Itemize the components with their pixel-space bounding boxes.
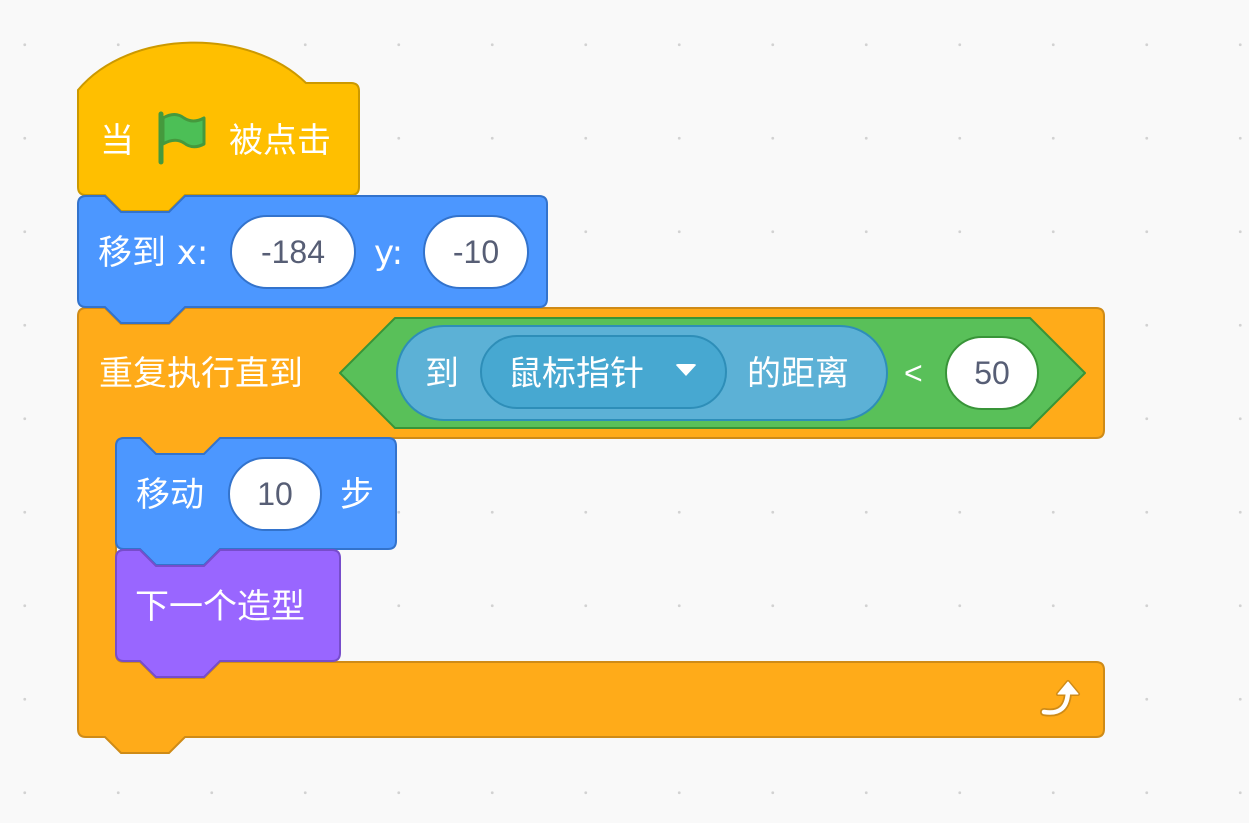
clicked-label: 被点击 xyxy=(229,121,331,161)
compare-value-input[interactable]: 50 xyxy=(945,336,1039,410)
green-flag-icon xyxy=(158,111,206,165)
y-input[interactable]: -10 xyxy=(423,215,529,289)
go-to-x-label: 移到 x: xyxy=(98,233,209,273)
x-input[interactable]: -184 xyxy=(230,215,356,289)
less-than-symbol: < xyxy=(904,355,923,391)
y-label: y: xyxy=(374,233,404,273)
next-costume-label: 下一个造型 xyxy=(135,587,305,627)
steps-label: 步 xyxy=(340,475,374,515)
dropdown-caret-icon xyxy=(675,364,697,376)
dropdown-value: 鼠标指针 xyxy=(508,354,644,394)
distance-label: 的距离 xyxy=(747,354,849,394)
distance-to-label: 到 xyxy=(425,354,459,394)
loop-arrow-icon xyxy=(1040,680,1080,717)
when-label: 当 xyxy=(100,121,134,161)
steps-input[interactable]: 10 xyxy=(228,457,322,531)
repeat-until-label: 重复执行直到 xyxy=(99,354,303,394)
move-label: 移动 xyxy=(136,475,204,515)
